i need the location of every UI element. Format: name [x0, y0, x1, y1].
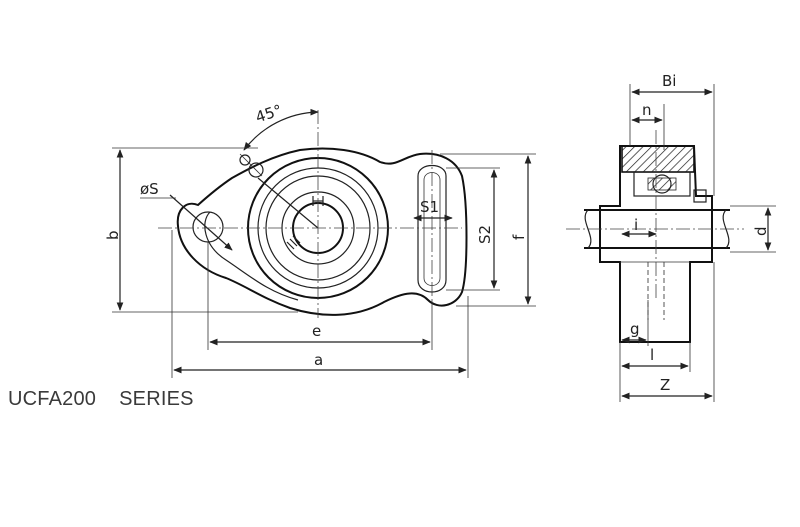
side-set-screw	[693, 189, 707, 203]
bearing-section	[633, 171, 691, 197]
dim-z-label: Z	[660, 376, 670, 394]
housing-section-hatch	[621, 145, 695, 173]
dim-i-label: i	[634, 216, 638, 234]
dim-e-label: e	[312, 322, 321, 340]
dim-b-label: b	[104, 230, 122, 240]
shaft	[584, 209, 730, 249]
dim-f-label: f	[510, 234, 528, 240]
dim-s1-label: S1	[420, 198, 439, 216]
side-view: Bi n i d g l Z	[566, 72, 776, 402]
dim-s2-label: S2	[476, 225, 494, 244]
housing-inner-line	[204, 211, 299, 301]
caption-model: UCFA200	[8, 388, 97, 410]
bolt-hole-leader	[169, 194, 233, 251]
dim-l-label: l	[650, 346, 654, 364]
angle-label: 45°	[253, 101, 284, 126]
bore-diagonal	[257, 177, 319, 229]
mounting-slot	[417, 164, 447, 293]
dim-d-label: d	[752, 226, 770, 236]
dim-n-label: n	[642, 101, 652, 119]
set-screw-mark-lower	[286, 235, 301, 250]
front-view: 45° øS b e a S1 S2 f	[104, 101, 536, 378]
dim-g-label: g	[630, 320, 640, 338]
dim-a-label: a	[314, 351, 323, 369]
bolt-hole-label: øS	[140, 180, 159, 198]
dim-bi-label: Bi	[662, 72, 676, 90]
angle-arc	[243, 108, 319, 151]
caption-series: SERIES	[119, 388, 194, 410]
mounting-slot-inner	[423, 172, 441, 286]
series-caption: UCFA200 SERIES	[8, 388, 194, 411]
grease-nipple	[239, 153, 264, 178]
